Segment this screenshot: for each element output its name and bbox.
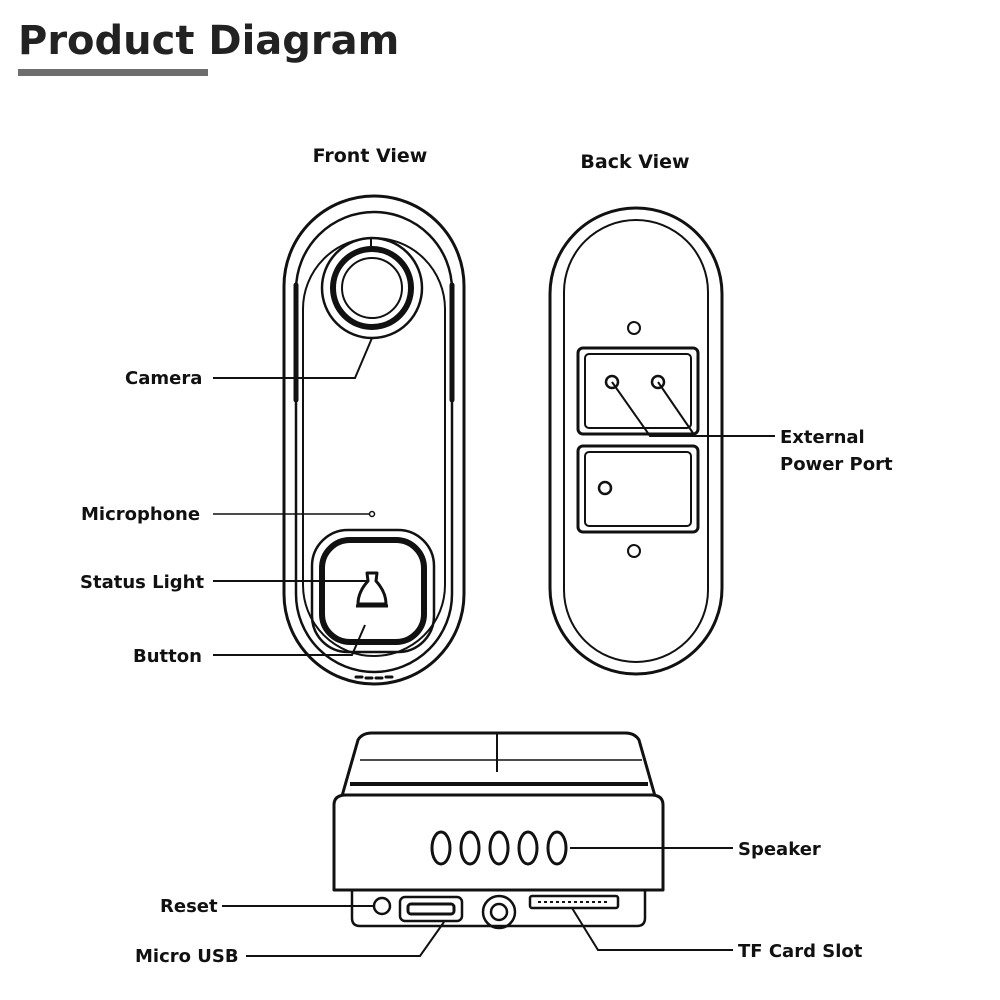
front-housing-outer: [282, 194, 466, 686]
reset-hole: [372, 896, 392, 916]
external-power-leader-lines: [611, 381, 775, 437]
micro-usb-label: Micro USB: [135, 946, 239, 967]
bottom-view-device: [332, 731, 665, 928]
external-power-label-line2: Power Port: [780, 454, 893, 475]
center-screw: [481, 894, 517, 930]
speaker-hole: [488, 830, 510, 866]
power-terminal-left: [604, 374, 620, 390]
back-mount-plate: [576, 444, 700, 534]
bell-icon: [356, 571, 388, 606]
back-view-device: [548, 206, 724, 676]
speaker-label: Speaker: [738, 839, 821, 860]
camera-label: Camera: [125, 368, 202, 389]
tf-card-slot-label: TF Card Slot: [738, 941, 863, 962]
front-view-label: Front View: [313, 145, 428, 167]
button-label: Button: [133, 646, 202, 667]
back-housing-outer: [548, 206, 724, 676]
tf-card-slot-leader-line: [571, 907, 733, 951]
micro-usb-port: [398, 895, 464, 923]
speaker-hole: [459, 830, 481, 866]
speaker-hole: [430, 830, 452, 866]
external-power-label-line1: External: [780, 427, 865, 448]
reset-label: Reset: [160, 896, 218, 917]
speaker-hole: [546, 830, 568, 866]
status-light-label: Status Light: [80, 572, 204, 593]
speaker-hole: [517, 830, 539, 866]
power-terminal-right: [650, 374, 666, 390]
page-title: Product Diagram: [18, 18, 399, 64]
button-leader-line: [213, 624, 366, 656]
camera: [320, 236, 424, 340]
camera-leader-line: [213, 337, 373, 379]
back-top-screw-hole: [627, 321, 641, 335]
bottom-main-body: [332, 793, 665, 892]
bottom-port-strip: [350, 890, 647, 928]
back-bottom-screw-hole: [627, 544, 641, 558]
doorbell-button: [310, 528, 436, 654]
speaker-holes: [430, 830, 568, 866]
front-housing-inner: [294, 210, 454, 674]
tf-card-slot: [528, 894, 620, 910]
front-view-device: [282, 194, 466, 686]
external-power-port: [576, 346, 700, 436]
front-bottom-vents: [354, 675, 394, 680]
micro-usb-leader-line: [246, 921, 445, 957]
title-underline: [18, 69, 208, 76]
microphone-label: Microphone: [81, 504, 200, 525]
back-housing-inner: [563, 219, 709, 663]
bottom-top-cap: [340, 731, 657, 797]
back-view-label: Back View: [580, 151, 689, 173]
microphone-hole: [368, 510, 376, 518]
